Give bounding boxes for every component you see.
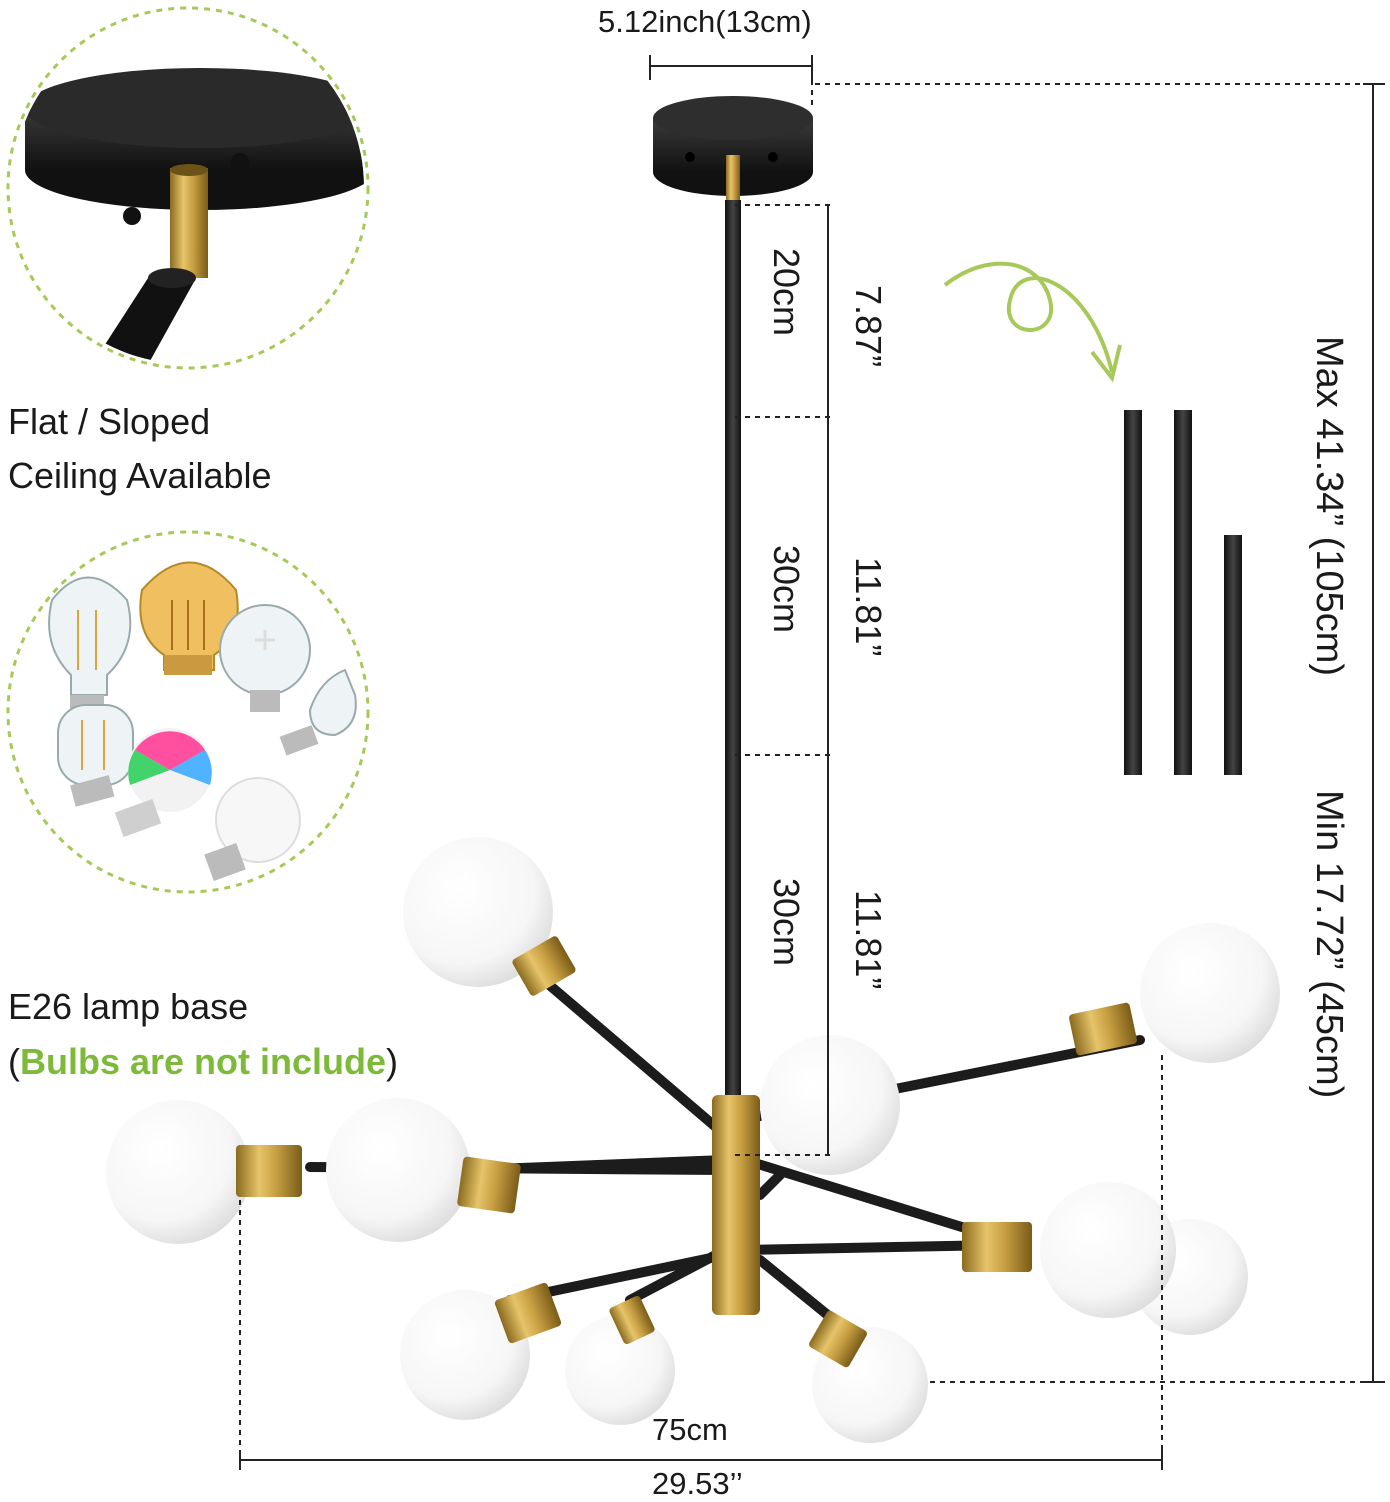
bulb-icon-6 xyxy=(114,728,212,838)
ceiling-type-line2: Ceiling Available xyxy=(8,455,272,496)
max-height-label: Max 41.34” (105cm) xyxy=(1308,336,1350,677)
bulb-icon-7 xyxy=(204,777,301,881)
canopy-detail xyxy=(6,6,370,370)
bulb-icon-5 xyxy=(57,704,134,807)
bulb-icon-3 xyxy=(219,604,311,712)
bulbs-close-paren: ) xyxy=(386,1041,399,1082)
width-cm-label: 75cm xyxy=(652,1412,728,1447)
rod2-in-label: 11.81” xyxy=(848,557,889,657)
ceiling-width-label: 5.12inch(13cm) xyxy=(598,4,812,39)
rod1-cm-label: 20cm xyxy=(766,248,807,337)
bulbs xyxy=(106,837,1280,1443)
bulbs-not-included: Bulbs are not include xyxy=(20,1041,387,1082)
width-in-label: 29.53’’ xyxy=(652,1466,743,1501)
extension-rods xyxy=(1124,410,1242,775)
bulb-icon-2 xyxy=(139,561,239,675)
lamp-base-label: E26 lamp base xyxy=(8,986,249,1027)
bulbs-note: (Bulbs are not include) xyxy=(8,1040,398,1084)
swirl-arrow xyxy=(943,261,1114,373)
arrow-head-icon xyxy=(1090,344,1122,383)
ceiling-canopy xyxy=(653,96,813,200)
bulb-icon-4 xyxy=(279,668,357,756)
rod3-in-label: 11.81” xyxy=(848,890,889,990)
center-hub xyxy=(712,1095,760,1315)
ceiling-type-line1: Flat / Sloped xyxy=(8,401,211,442)
bulbs-open-paren: ( xyxy=(8,1041,20,1082)
dimension-lines xyxy=(239,55,1385,1470)
rod3-cm-label: 30cm xyxy=(766,878,807,967)
main-rod xyxy=(725,200,741,1100)
bulb-types-detail xyxy=(6,530,370,894)
min-height-label: Min 17.72” (45cm) xyxy=(1308,790,1350,1099)
rod2-cm-label: 30cm xyxy=(766,545,807,634)
bulb-icon-1 xyxy=(48,576,132,717)
rod1-in-label: 7.87” xyxy=(848,285,889,368)
